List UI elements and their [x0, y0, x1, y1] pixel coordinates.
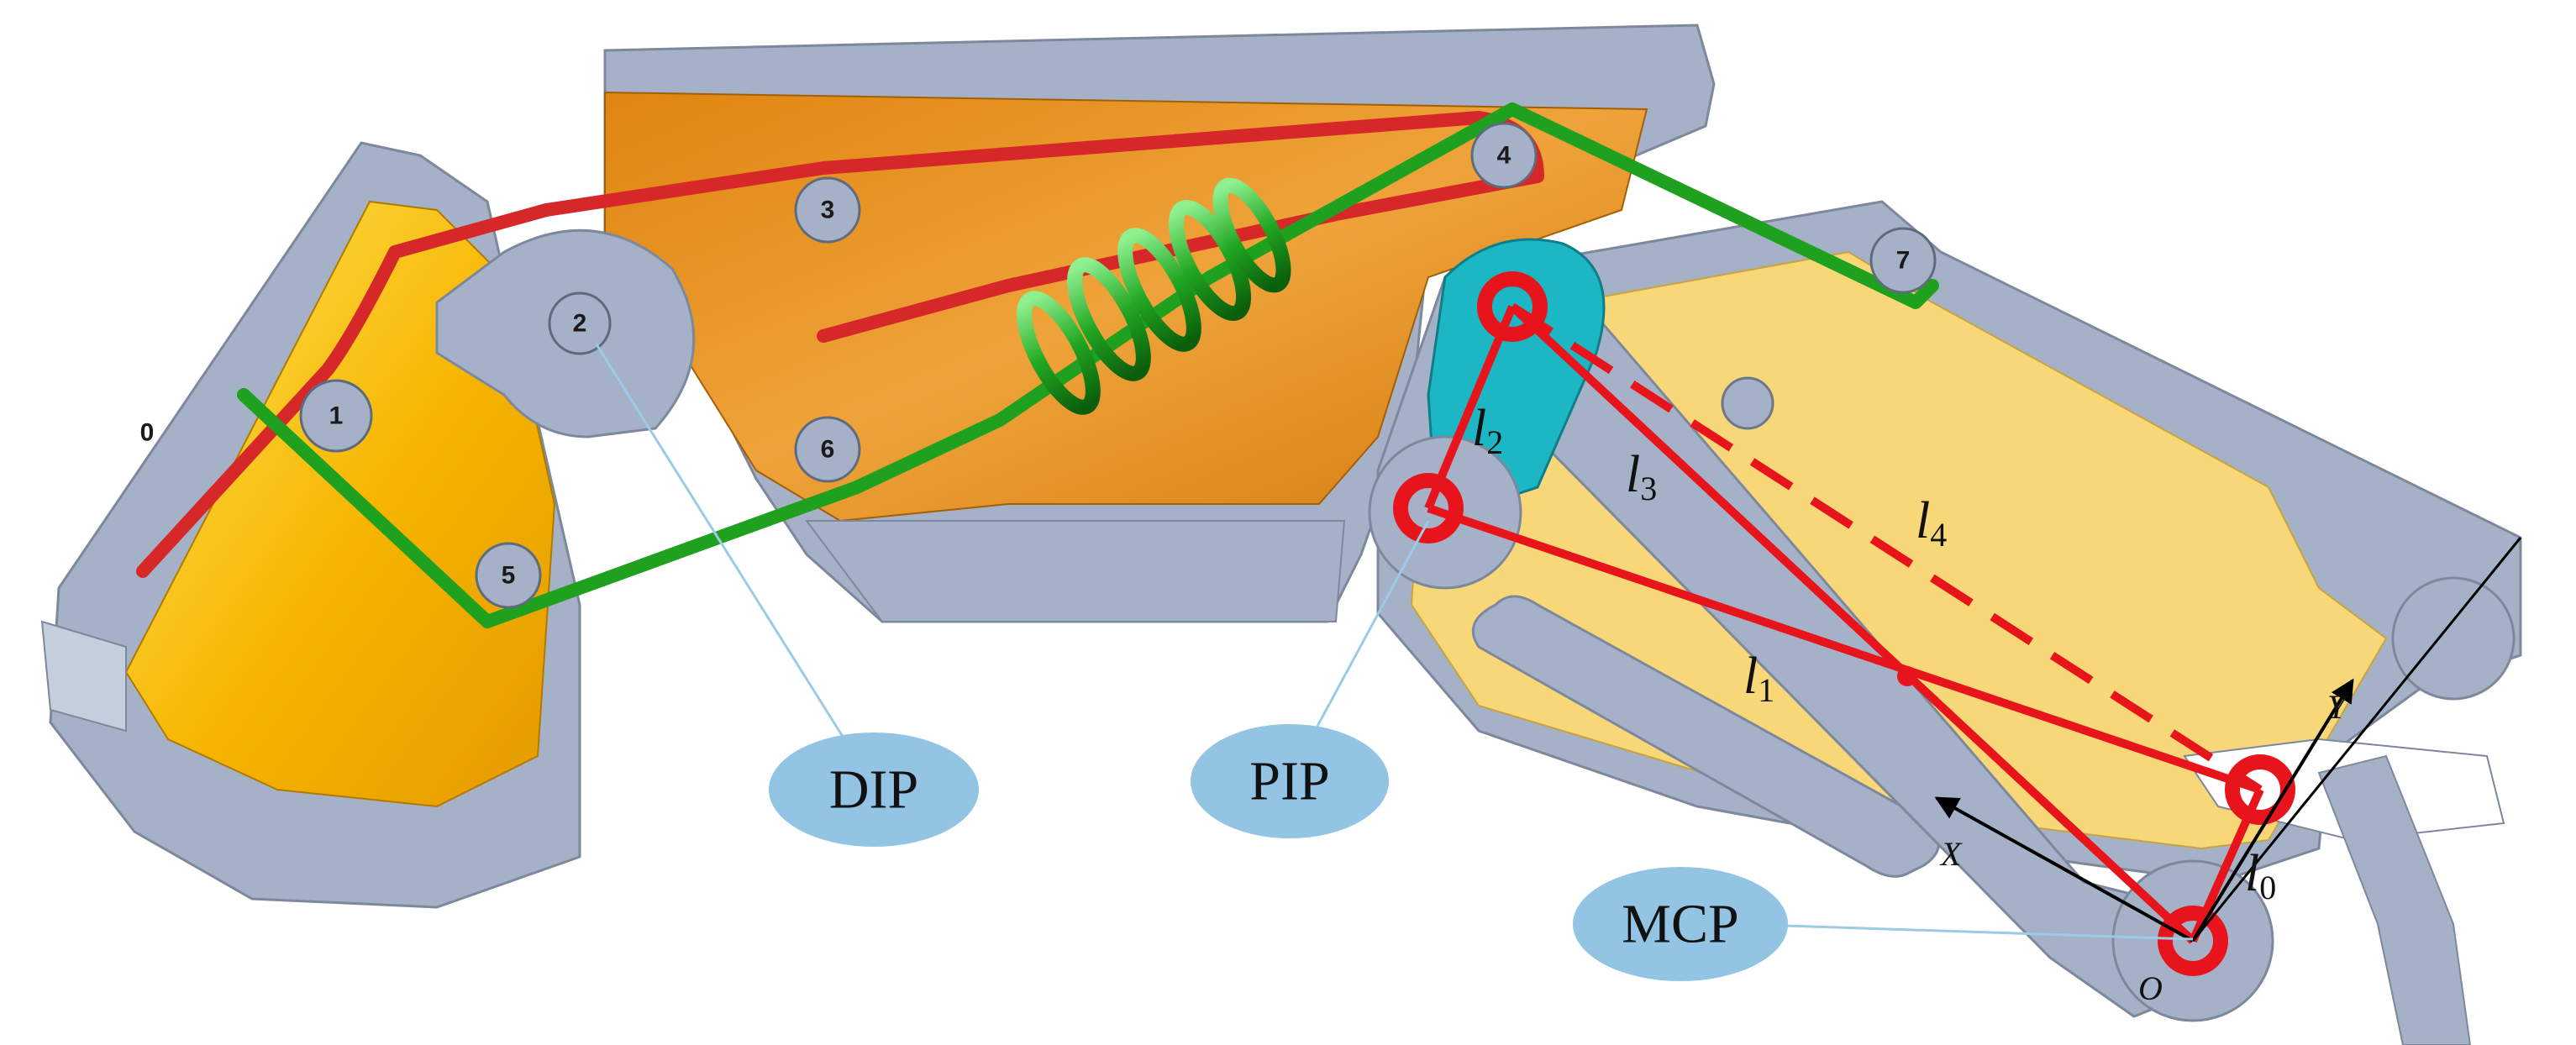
- pivot-label-4: 4: [1497, 142, 1511, 170]
- dip-label: DIP: [829, 759, 918, 821]
- label-l2: l2: [1472, 400, 1503, 461]
- pip-leader-line: [1313, 520, 1430, 732]
- x-axis-arrow: [1934, 796, 2194, 943]
- dip-leader-line: [595, 344, 846, 740]
- label-l3: l3: [1626, 446, 1657, 507]
- link-hole: [1721, 376, 1774, 430]
- dip-bubble: [769, 733, 979, 847]
- coordinate-axes: X Y O: [1934, 537, 2522, 1007]
- y-axis-label: Y: [2327, 688, 2349, 726]
- linkage: [1393, 271, 2295, 976]
- pivot-1: 1: [299, 379, 373, 453]
- pivot-label-5: 5: [502, 562, 516, 590]
- pivot-label-3: 3: [821, 197, 835, 224]
- y-axis-arrow: [2191, 678, 2354, 943]
- pivot-label-7: 7: [1896, 247, 1911, 275]
- joint-ring-right: [2225, 754, 2295, 825]
- mcp-bubble: [1573, 867, 1788, 981]
- x-axis-label: X: [1939, 835, 1963, 873]
- pivot-0: 0: [140, 419, 155, 447]
- pivot-7: 7: [1869, 227, 1937, 294]
- middle-base: [805, 520, 1346, 622]
- reference-line: [2191, 537, 2522, 942]
- proximal-slot: [1471, 595, 1941, 878]
- pivot-3: 3: [794, 176, 861, 244]
- mcp-leader-line: [1785, 924, 2194, 941]
- pivot-2: 2: [548, 291, 612, 355]
- callout-dip: DIP: [595, 344, 979, 847]
- joint-ring-mcp: [2158, 906, 2228, 976]
- pip-bubble: [1191, 724, 1389, 838]
- pivot-4: 4: [1470, 122, 1538, 189]
- joint-ring-pip: [1393, 473, 1464, 544]
- link-crossing-dot: [1897, 666, 1917, 686]
- link-l3: [1509, 303, 2196, 944]
- pivot-label-1: 1: [329, 402, 344, 430]
- callout-pip: PIP: [1191, 520, 1430, 838]
- callout-mcp: MCP: [1573, 867, 2194, 981]
- pivot-5: 5: [475, 542, 542, 609]
- distal-tip-edge: [40, 620, 127, 733]
- joint-ring-top: [1477, 271, 1548, 342]
- link-l4-dashed: [1510, 302, 2263, 794]
- label-l0: l0: [2245, 845, 2276, 906]
- mcp-label: MCP: [1622, 894, 1738, 955]
- link-l1: [1427, 504, 2262, 794]
- pivot-6: 6: [794, 416, 861, 483]
- origin-label: O: [2138, 969, 2163, 1007]
- pivot-label-2: 2: [573, 310, 587, 338]
- lever-arm: [2317, 754, 2472, 1045]
- pivot-label-0: 0: [140, 419, 155, 447]
- torsion-spring: [1017, 177, 1291, 415]
- label-l4: l4: [1916, 492, 1947, 554]
- link-l2: [1424, 305, 1517, 510]
- side-pulley: [2391, 576, 2516, 701]
- pip-label: PIP: [1249, 751, 1329, 812]
- label-l1: l1: [1743, 648, 1774, 709]
- pivot-label-6: 6: [821, 436, 835, 464]
